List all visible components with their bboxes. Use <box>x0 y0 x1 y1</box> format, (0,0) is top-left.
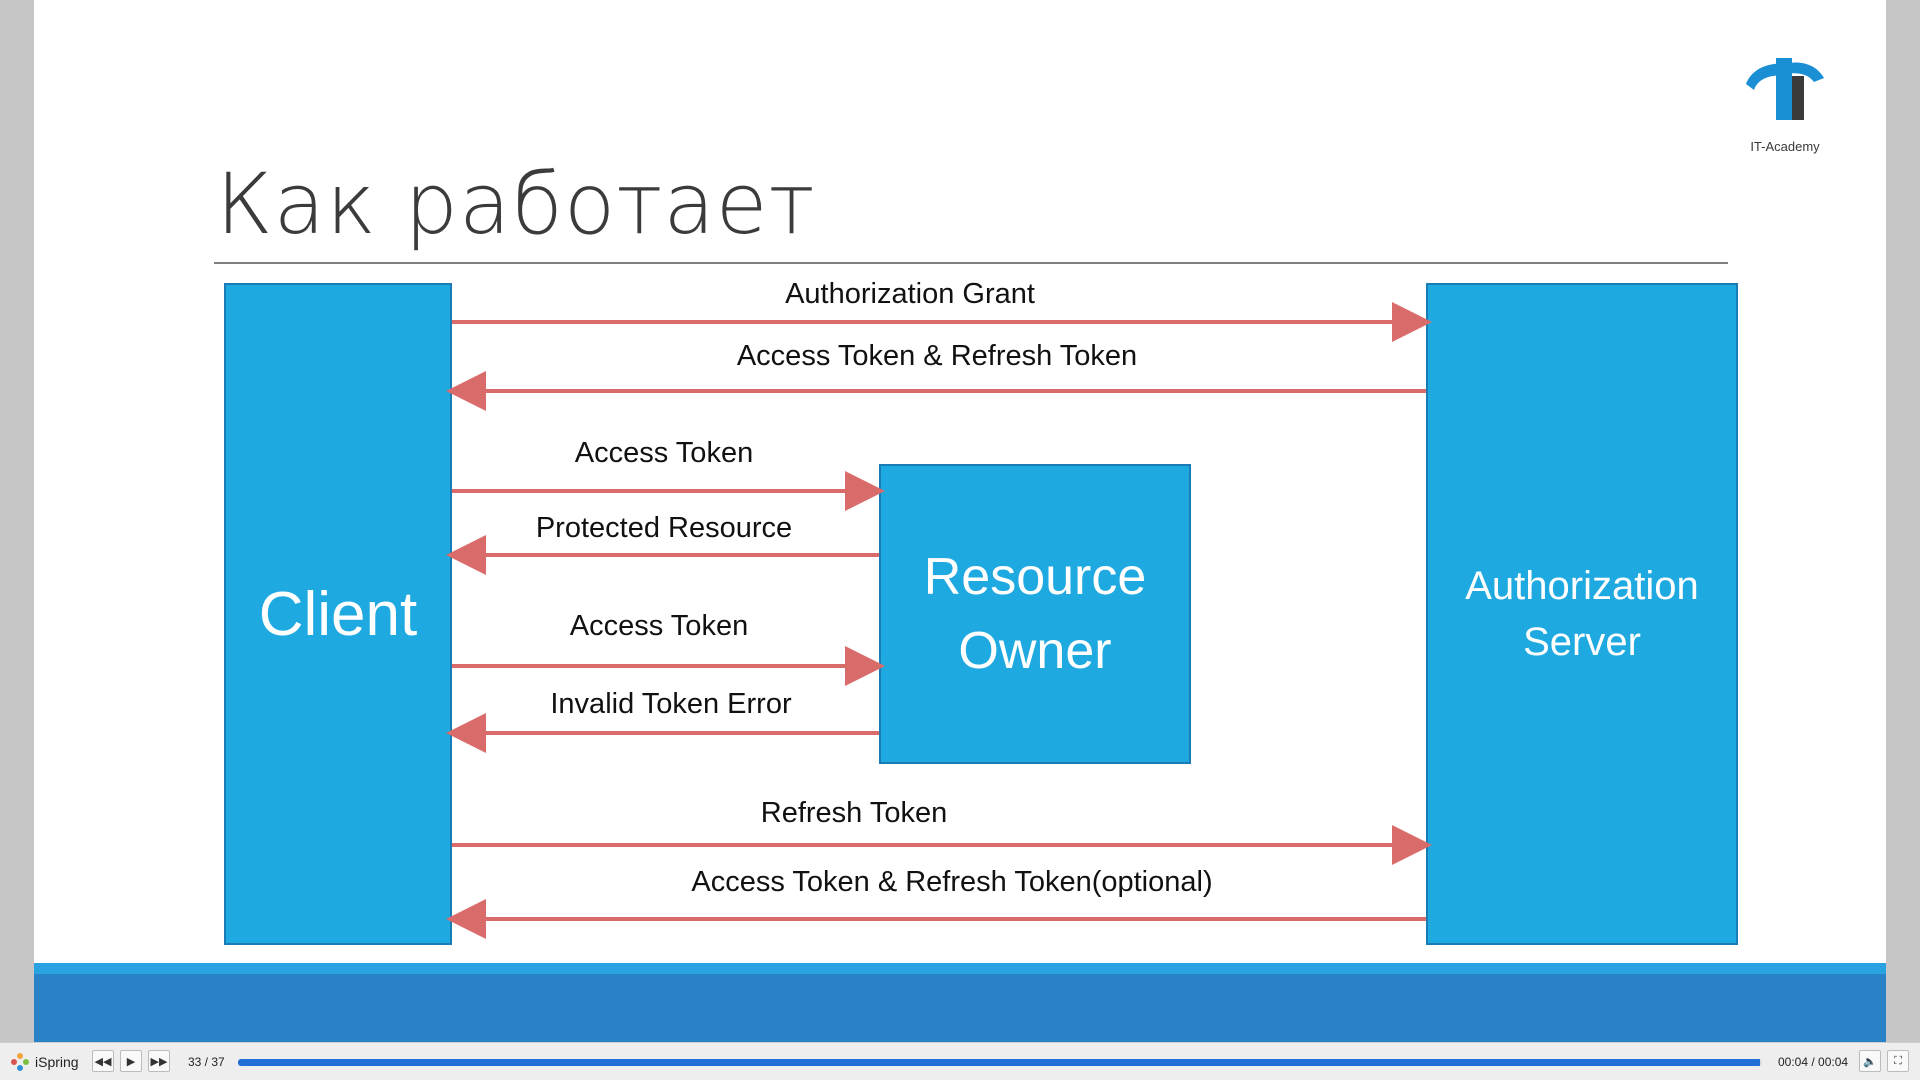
slide-counter: 33 / 37 <box>188 1055 225 1069</box>
client-label: Client <box>258 579 418 649</box>
volume-button[interactable]: 🔈 <box>1859 1050 1881 1072</box>
ispring-brand: iSpring <box>10 1052 79 1072</box>
fullscreen-icon: ⛶ <box>1894 1054 1902 1067</box>
ispring-label: iSpring <box>35 1054 79 1070</box>
arrow-label: Access Token & Refresh Token <box>736 340 1138 372</box>
previous-icon: ◀◀ <box>94 1055 112 1068</box>
footer-band <box>34 974 1886 1042</box>
it-academy-logo: IT-Academy <box>1740 50 1830 154</box>
authorization-server-label: Authorization Server <box>1465 564 1699 664</box>
authorization-server-box: Authorization Server <box>1426 283 1738 945</box>
logo-mark-icon <box>1746 58 1824 120</box>
playback-time: 00:04 / 00:04 <box>1778 1055 1849 1069</box>
progress-fill <box>238 1059 1761 1066</box>
arrow-label: Invalid Token Error <box>550 688 792 720</box>
client-box: Client <box>224 283 452 945</box>
next-button[interactable]: ▶▶ <box>148 1050 170 1072</box>
presentation-stage: IT-Academy Как работает Client Resource … <box>34 0 1886 1042</box>
arrow-label: Access Token <box>569 610 749 642</box>
arrow-label: Access Token & Refresh Token(optional) <box>691 866 1213 898</box>
resource-owner-label: Resource Owner <box>923 548 1147 680</box>
progress-bar[interactable] <box>238 1059 1762 1066</box>
next-icon: ▶▶ <box>150 1055 168 1068</box>
ispring-logo-icon <box>11 1053 29 1071</box>
resource-owner-box: Resource Owner <box>879 464 1191 764</box>
play-button[interactable]: ▶ <box>120 1050 142 1072</box>
slide: IT-Academy Как работает Client Resource … <box>34 0 1886 1042</box>
title-divider <box>214 262 1728 264</box>
previous-button[interactable]: ◀◀ <box>92 1050 114 1072</box>
arrow-label: Refresh Token <box>760 797 948 829</box>
arrow-label: Access Token <box>574 437 754 469</box>
play-icon: ▶ <box>126 1055 136 1068</box>
arrow-label: Authorization Grant <box>785 278 1035 310</box>
fullscreen-button[interactable]: ⛶ <box>1887 1050 1909 1072</box>
flow-arrows <box>446 302 1432 939</box>
volume-icon: 🔈 <box>1863 1055 1877 1068</box>
slide-title: Как работает <box>216 155 816 253</box>
footer-accent-stripe <box>34 963 1886 974</box>
player-controls-bar: iSpring ◀◀ ▶ ▶▶ 33 / 37 00:04 / 00:04 🔈 … <box>0 1042 1920 1080</box>
arrow-label: Protected Resource <box>535 512 793 544</box>
logo-text: IT-Academy <box>1750 139 1820 154</box>
